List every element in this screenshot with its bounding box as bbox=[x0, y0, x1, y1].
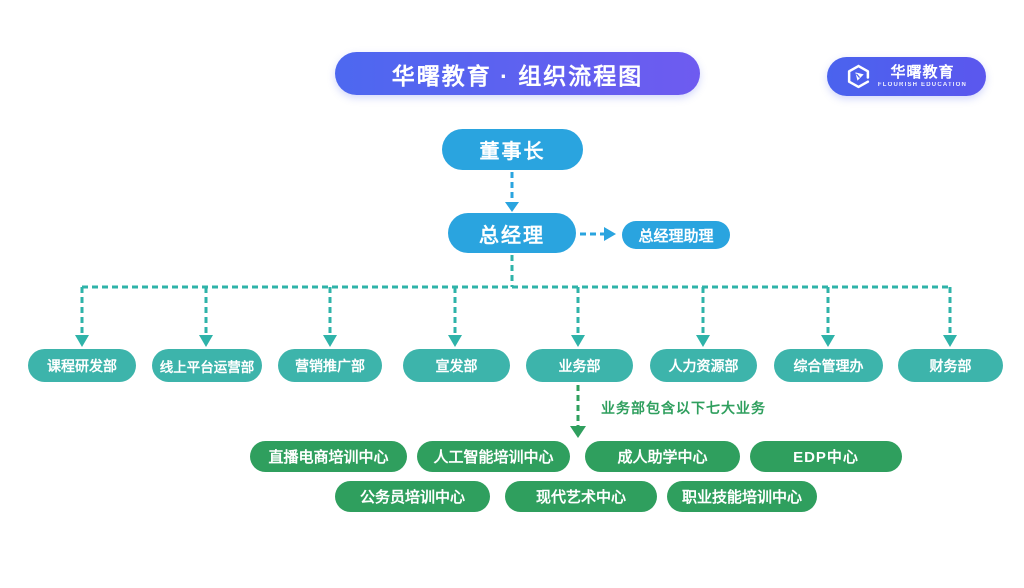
node-center-modern-arts: 现代艺术中心 bbox=[505, 481, 657, 512]
brand-logo-text: 华曙教育 FLOURISH EDUCATION bbox=[878, 65, 967, 88]
business-note-label: 业务部包含以下七大业务 bbox=[601, 400, 766, 416]
node-department-online-platform-ops: 线上平台运营部 bbox=[152, 349, 262, 382]
node-center-adult-education: 成人助学中心 bbox=[585, 441, 740, 472]
node-center-edp: EDP中心 bbox=[750, 441, 902, 472]
node-department-publicity: 宣发部 bbox=[403, 349, 510, 382]
gm-to-departments-trunk bbox=[82, 255, 950, 289]
chairman-to-gm-arrow bbox=[505, 172, 519, 212]
node-department-human-resources: 人力资源部 bbox=[650, 349, 757, 382]
business-to-centers-arrow bbox=[570, 385, 586, 438]
brand-name: 华曙教育 bbox=[890, 64, 955, 81]
node-gm-assistant: 总经理助理 bbox=[622, 221, 730, 249]
node-department-curriculum-rd: 课程研发部 bbox=[28, 349, 136, 382]
brand-logo-icon bbox=[846, 64, 871, 89]
brand-subtitle: FLOURISH EDUCATION bbox=[877, 82, 968, 88]
node-center-vocational-skills-training: 职业技能培训中心 bbox=[667, 481, 817, 512]
node-chairman: 董事长 bbox=[442, 129, 583, 170]
page-title-text: 华曙教育 · 组织流程图 bbox=[391, 62, 644, 89]
brand-logo: 华曙教育 FLOURISH EDUCATION bbox=[827, 57, 986, 96]
node-department-finance: 财务部 bbox=[898, 349, 1003, 382]
node-department-marketing-promotion: 营销推广部 bbox=[278, 349, 382, 382]
node-department-business: 业务部 bbox=[526, 349, 633, 382]
node-center-ai-training: 人工智能培训中心 bbox=[417, 441, 570, 472]
node-general-manager: 总经理 bbox=[448, 213, 576, 253]
page-title: 华曙教育 · 组织流程图 bbox=[335, 52, 700, 95]
gm-to-assistant-arrow bbox=[580, 227, 616, 241]
node-department-general-admin: 综合管理办 bbox=[774, 349, 883, 382]
department-drop-arrows bbox=[75, 287, 957, 347]
node-center-civil-servant-training: 公务员培训中心 bbox=[335, 481, 490, 512]
node-center-livestream-ecommerce-training: 直播电商培训中心 bbox=[250, 441, 407, 472]
